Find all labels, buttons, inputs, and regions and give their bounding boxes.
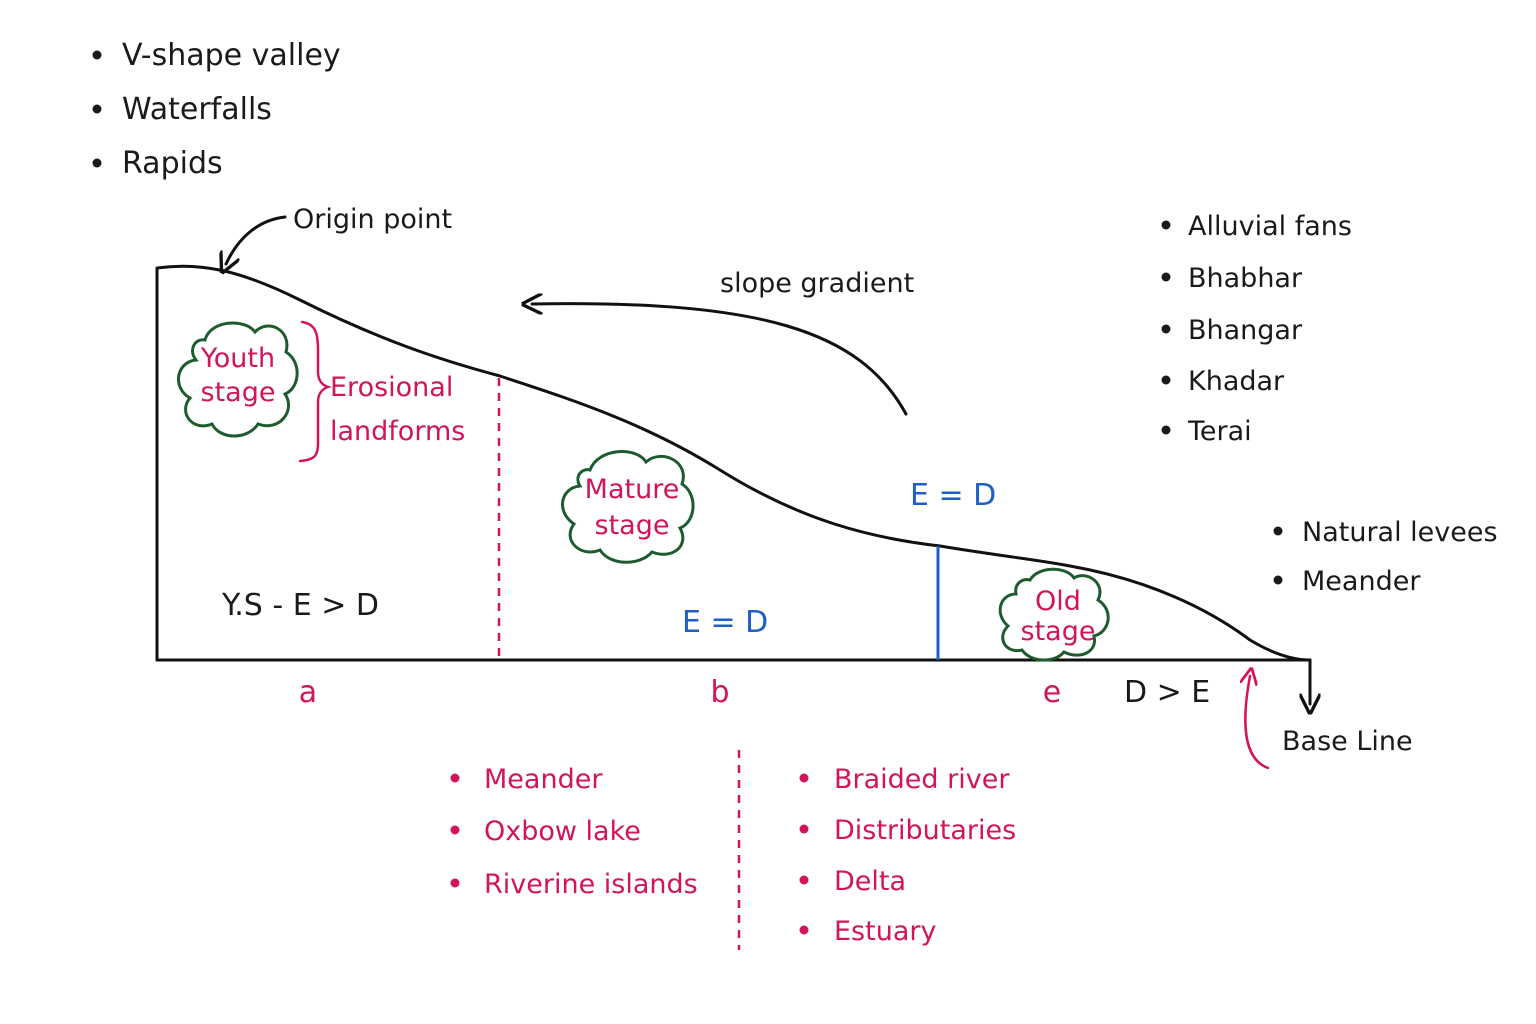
mature-stage-text-1: Mature (585, 474, 680, 505)
bullet-icon (799, 824, 809, 834)
right-mid-list: Natural levees Meander (1273, 517, 1498, 597)
origin-arrow-icon (226, 215, 287, 264)
list-item: Meander (484, 764, 603, 795)
mature-equation: E = D (682, 605, 768, 640)
list-item: Estuary (834, 916, 936, 947)
bullet-icon (450, 825, 460, 835)
slope-arrow-icon (532, 304, 908, 416)
erosional-text-1: Erosional (330, 372, 453, 403)
list-item: Riverine islands (484, 869, 698, 900)
base-line-arrow-icon (1245, 676, 1270, 770)
list-item: Waterfalls (122, 92, 272, 127)
top-left-list: V-shape valley Waterfalls Rapids (92, 38, 341, 181)
old-equation: D > E (1124, 675, 1210, 710)
right-top-list: Alluvial fans Bhabhar Bhangar Khadar Ter… (1161, 211, 1352, 447)
boundary-equation: E = D (910, 478, 996, 513)
bullet-icon (1273, 526, 1283, 536)
list-item: Rapids (122, 146, 223, 181)
bullet-icon (1161, 375, 1171, 385)
slope-gradient-label: slope gradient (720, 268, 914, 299)
bottom-right-list: Braided river Distributaries Delta Estua… (799, 764, 1016, 947)
segment-b-label: b (710, 675, 729, 710)
bullet-icon (1161, 324, 1171, 334)
erosional-text-2: landforms (330, 416, 465, 447)
origin-point-label: Origin point (293, 204, 452, 235)
bullet-icon (92, 104, 102, 114)
list-item: Oxbow lake (484, 816, 641, 847)
list-item: Natural levees (1302, 517, 1498, 548)
list-item: Braided river (834, 764, 1010, 795)
mature-stage-text-2: stage (595, 510, 670, 541)
youth-stage-cloud: Youth stage (177, 321, 299, 438)
youth-equation: Y.S - E > D (221, 588, 379, 623)
bullet-icon (1161, 220, 1171, 230)
list-item: Khadar (1188, 366, 1285, 397)
base-line-label: Base Line (1282, 726, 1413, 757)
bullet-icon (1273, 575, 1283, 585)
list-item: Distributaries (834, 815, 1016, 846)
list-item: Alluvial fans (1188, 211, 1352, 242)
youth-stage-text-2: stage (201, 377, 276, 408)
old-stage-cloud: Old stage (998, 567, 1110, 662)
list-item: Meander (1302, 566, 1421, 597)
segment-e-label: e (1043, 675, 1061, 710)
bottom-left-list: Meander Oxbow lake Riverine islands (450, 764, 698, 900)
bullet-icon (450, 773, 460, 783)
bullet-icon (1161, 425, 1171, 435)
river-profile-curve (155, 264, 1312, 662)
bullet-icon (450, 878, 460, 888)
bullet-icon (799, 773, 809, 783)
list-item: Terai (1187, 416, 1252, 447)
brace-icon (298, 320, 332, 463)
bullet-icon (92, 50, 102, 60)
bullet-icon (799, 875, 809, 885)
list-item: Bhangar (1188, 315, 1303, 346)
youth-stage-text-1: Youth (200, 343, 275, 374)
segment-a-label: a (299, 675, 317, 710)
list-item: Bhabhar (1188, 263, 1303, 294)
list-item: V-shape valley (122, 38, 341, 73)
bullet-icon (1161, 272, 1171, 282)
bullet-icon (799, 925, 809, 935)
bullet-icon (92, 158, 102, 168)
list-item: Delta (834, 866, 906, 897)
mature-stage-cloud: Mature stage (561, 450, 695, 564)
old-stage-text-1: Old (1035, 586, 1081, 617)
old-stage-text-2: stage (1021, 616, 1096, 647)
